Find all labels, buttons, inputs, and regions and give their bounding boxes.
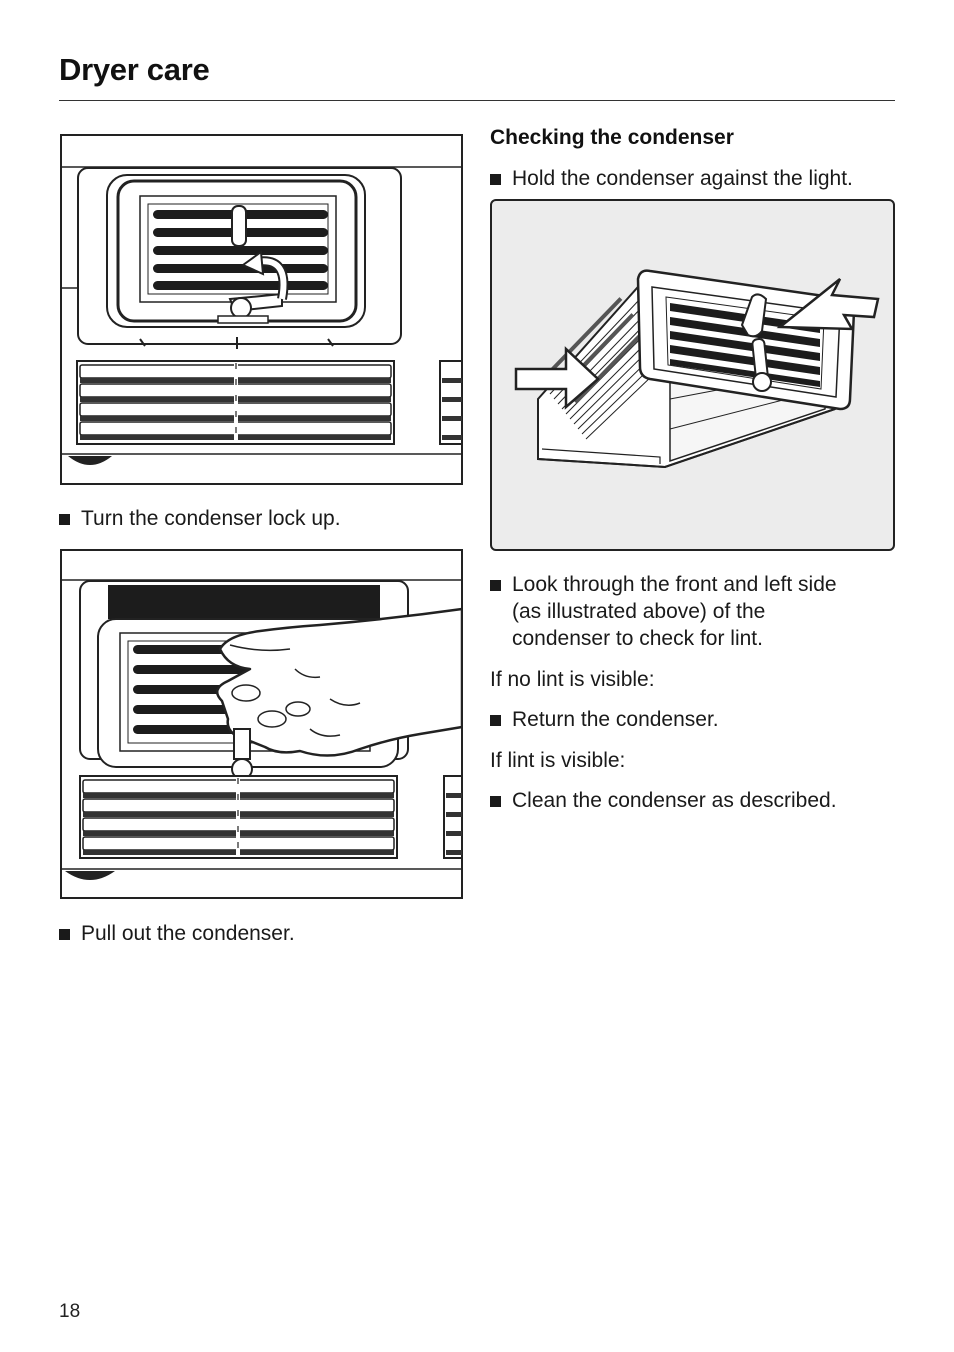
- bullet-square-icon: [490, 580, 501, 591]
- instruction-hold-light: Hold the condenser against the light.: [490, 165, 895, 192]
- instruction-pull-out: Pull out the condenser.: [59, 920, 459, 947]
- bullet-square-icon: [490, 174, 501, 185]
- instruction-return: Return the condenser.: [490, 706, 895, 733]
- page-number: 18: [59, 1301, 81, 1322]
- instruction-look-through: Look through the front and left side (as…: [490, 571, 895, 652]
- condition-lint: If lint is visible:: [490, 749, 626, 772]
- bullet-square-icon: [490, 796, 501, 807]
- bullet-square-icon: [59, 929, 70, 940]
- instruction-clean: Clean the condenser as described.: [490, 787, 895, 814]
- condition-no-lint: If no lint is visible:: [490, 668, 655, 691]
- figure-pull-out-condenser: [60, 549, 463, 900]
- bullet-square-icon: [490, 715, 501, 726]
- figure-turn-condenser-lock: [60, 134, 463, 486]
- bullet-square-icon: [59, 514, 70, 525]
- page-title: Dryer care: [59, 52, 210, 87]
- title-divider: [59, 100, 895, 101]
- instruction-turn-lock: Turn the condenser lock up.: [59, 505, 459, 532]
- figure-condenser-against-light: [490, 199, 895, 552]
- section-heading: Checking the condenser: [490, 126, 734, 149]
